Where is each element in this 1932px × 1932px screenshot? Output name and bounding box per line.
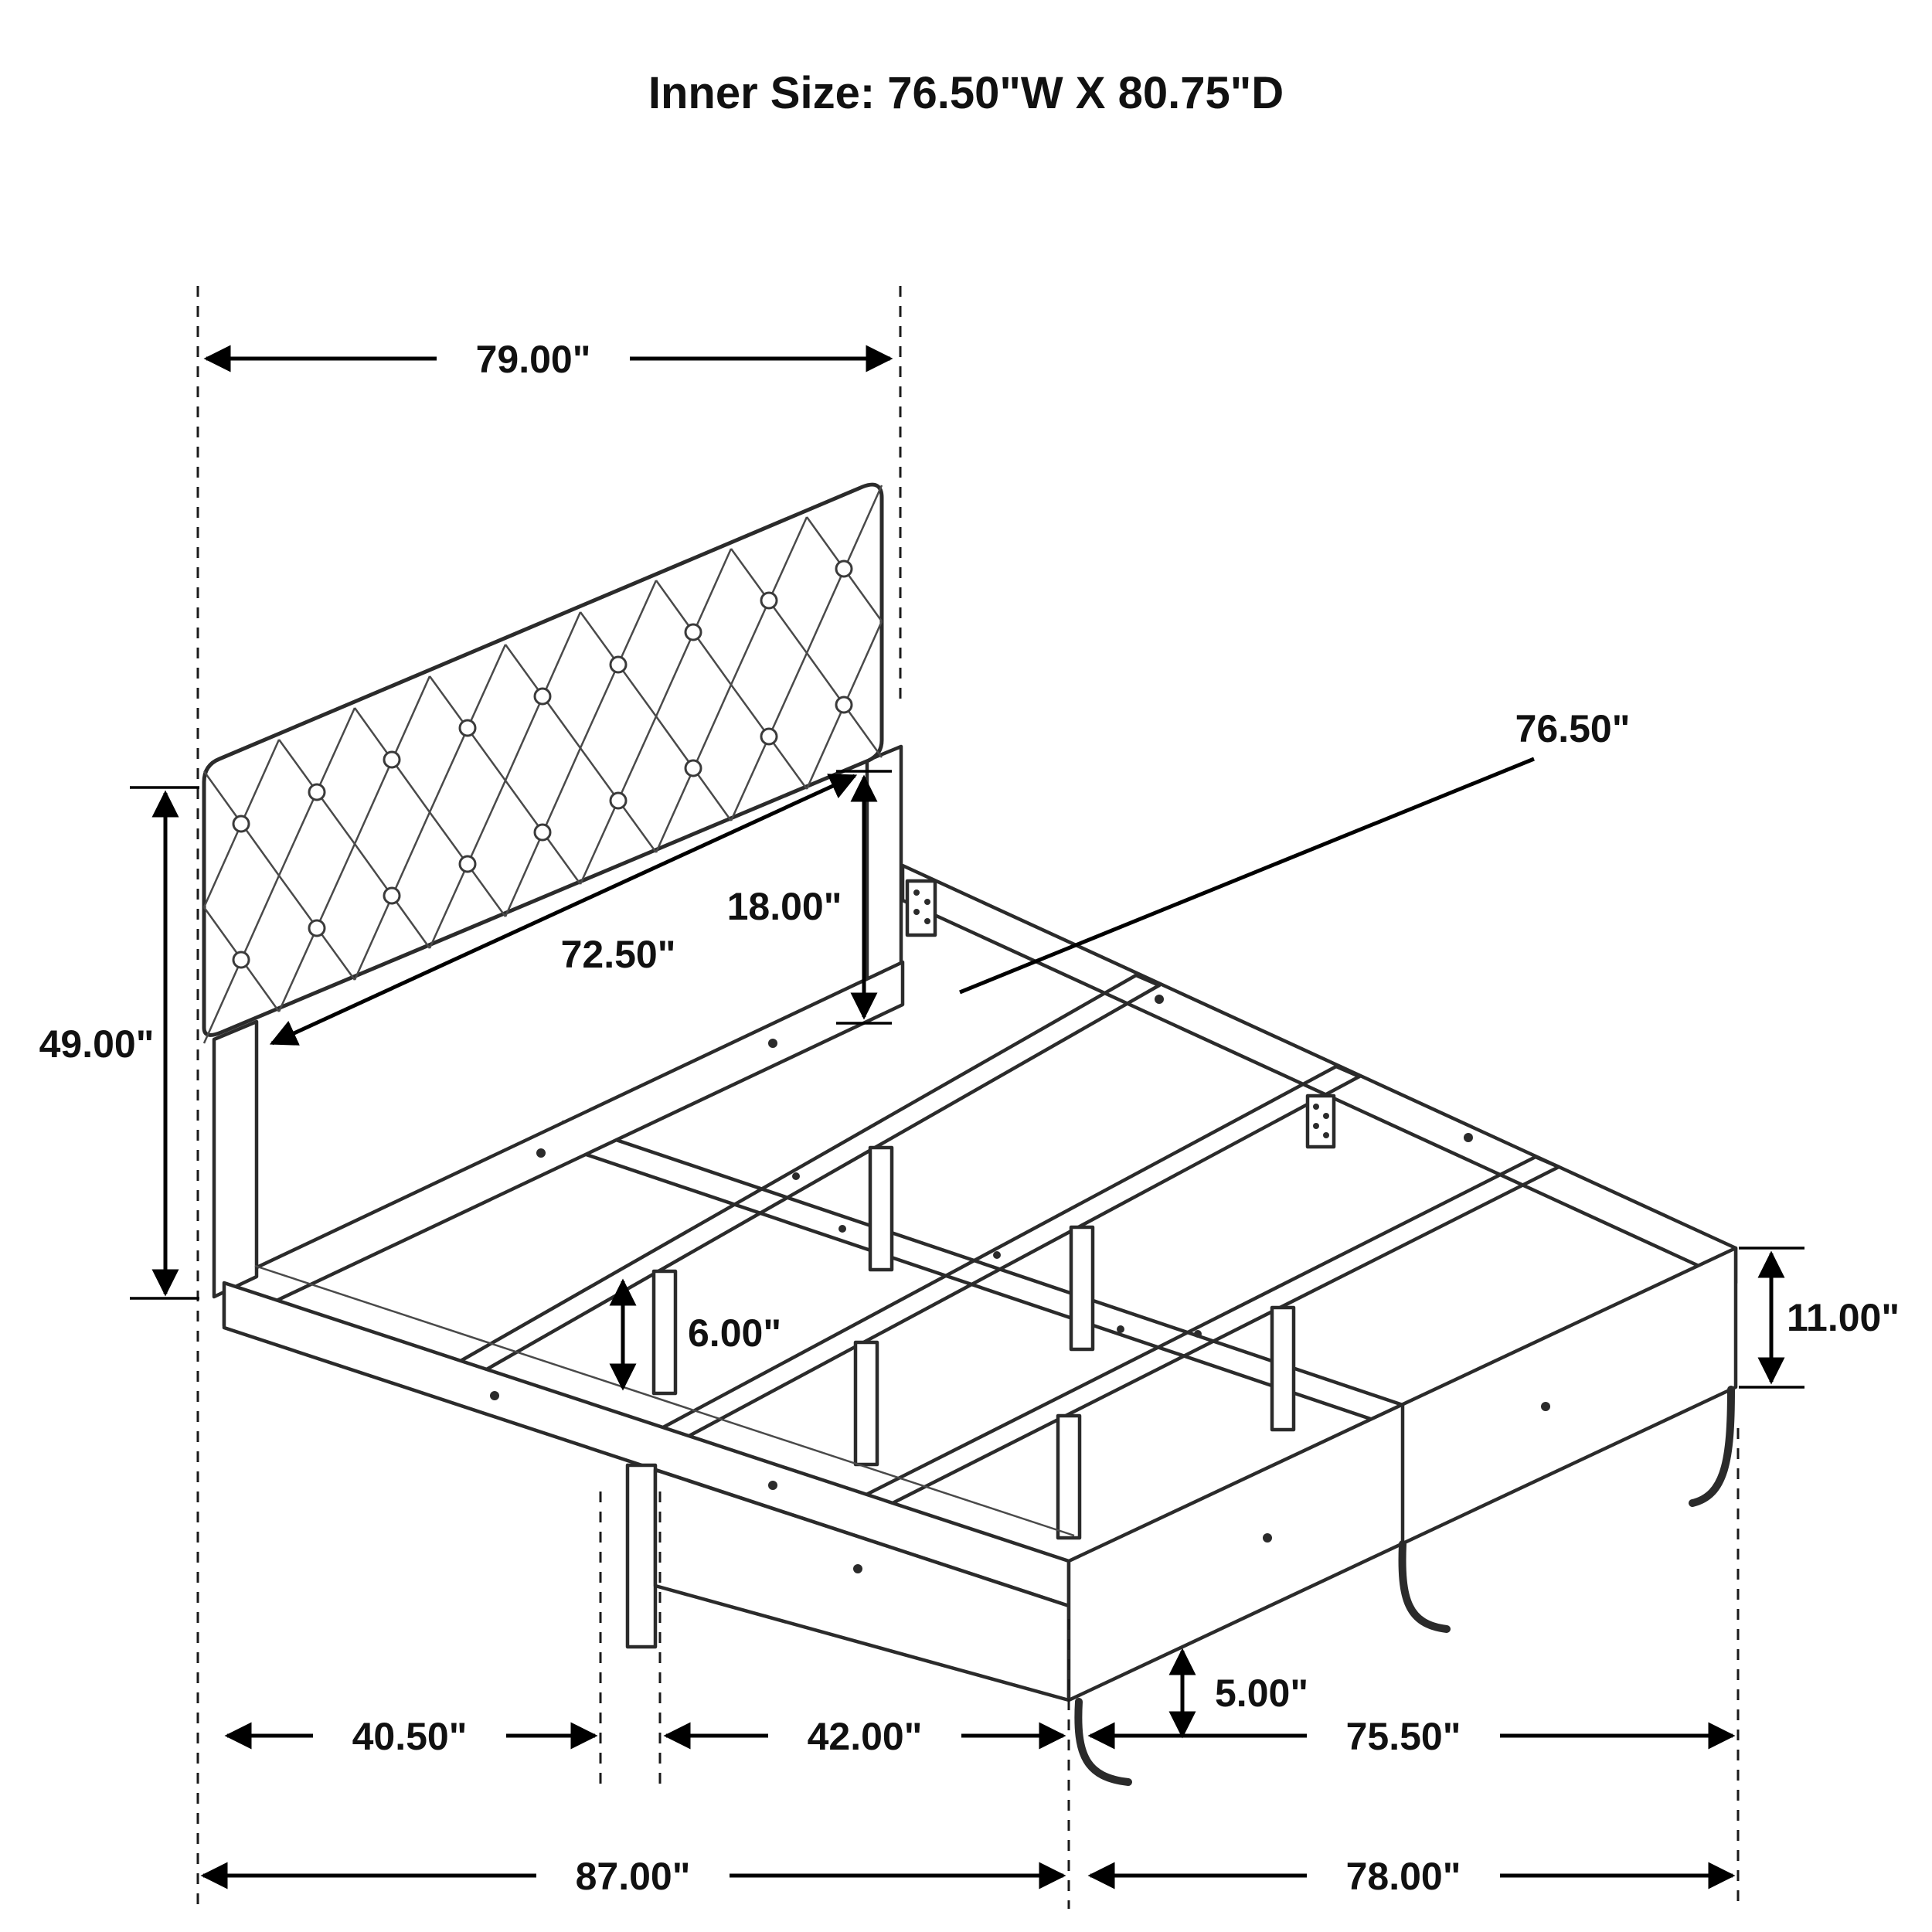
dim-label-headboard-height: 49.00" bbox=[39, 1022, 155, 1066]
dim-label-overall-left: 87.00" bbox=[576, 1855, 691, 1898]
screw-dot bbox=[536, 1148, 546, 1158]
screw-dot bbox=[1263, 1533, 1272, 1543]
slat-leg bbox=[1056, 1413, 1082, 1540]
slat-legs bbox=[651, 1145, 1296, 1540]
screw-dot bbox=[768, 1039, 777, 1048]
screw-dot bbox=[1155, 995, 1164, 1004]
dim-slat-leg-height: 6.00" bbox=[609, 1278, 781, 1391]
dim-inner-width: 76.50" bbox=[959, 707, 1631, 995]
foot-leg bbox=[1398, 1540, 1451, 1633]
headboard-left-leg bbox=[212, 1019, 259, 1299]
slat-leg bbox=[868, 1145, 894, 1272]
mounting-bracket bbox=[905, 879, 937, 937]
dim-label-span-left: 40.50" bbox=[352, 1715, 468, 1758]
slat-leg bbox=[853, 1340, 879, 1467]
screw-dot bbox=[1541, 1402, 1550, 1411]
dim-foot-leg-height: 5.00" bbox=[1168, 1648, 1308, 1739]
headboard-right-post bbox=[865, 744, 903, 992]
mid-support-leg bbox=[625, 1463, 658, 1649]
dim-label-panel-width: 72.50" bbox=[561, 933, 676, 976]
dim-label-panel-drop: 18.00" bbox=[727, 885, 842, 928]
rail-inner-edge bbox=[254, 1264, 1075, 1537]
screw-dot bbox=[1464, 1133, 1473, 1142]
dim-overall-right: 78.00" bbox=[1087, 1849, 1736, 1902]
screw-dot bbox=[490, 1391, 499, 1400]
dim-label-slat-leg-height: 6.00" bbox=[688, 1311, 781, 1355]
slat-leg bbox=[651, 1269, 678, 1396]
screw-dot bbox=[768, 1481, 777, 1490]
dim-headboard-height: 49.00" bbox=[39, 786, 199, 1300]
dim-label-span-right: 75.50" bbox=[1346, 1715, 1461, 1758]
dim-span-right: 75.50" bbox=[1087, 1709, 1736, 1762]
mounting-bracket bbox=[1305, 1094, 1336, 1149]
dim-label-headboard-width: 79.00" bbox=[476, 338, 591, 381]
dim-span-left: 40.50" bbox=[224, 1709, 598, 1762]
dim-overall-left: 87.00" bbox=[200, 1849, 1066, 1902]
bed-drawing bbox=[202, 482, 1738, 1786]
extension-lines bbox=[196, 286, 1740, 1909]
foot-leg bbox=[1689, 1386, 1735, 1507]
dim-label-inner-width: 76.50" bbox=[1515, 707, 1631, 750]
dim-label-foot-leg-height: 5.00" bbox=[1215, 1672, 1308, 1715]
screw-dot bbox=[853, 1564, 862, 1573]
dim-panel-width: 72.50" bbox=[269, 774, 858, 1046]
diagram-title: Inner Size: 76.50"W X 80.75"D bbox=[648, 68, 1284, 118]
slat-leg bbox=[1069, 1225, 1095, 1352]
dim-headboard-width: 79.00" bbox=[203, 332, 893, 385]
slat bbox=[661, 1064, 1362, 1440]
dim-label-footboard-height: 11.00" bbox=[1787, 1296, 1900, 1339]
foot-leg bbox=[1074, 1698, 1132, 1786]
dim-footboard-height: 11.00" bbox=[1739, 1247, 1900, 1389]
dim-panel-drop: 18.00" bbox=[727, 770, 892, 1025]
dim-label-span-mid: 42.00" bbox=[808, 1715, 923, 1758]
slat-leg bbox=[1270, 1305, 1296, 1432]
dim-label-overall-right: 78.00" bbox=[1346, 1855, 1461, 1898]
dim-span-mid: 42.00" bbox=[663, 1709, 1066, 1762]
